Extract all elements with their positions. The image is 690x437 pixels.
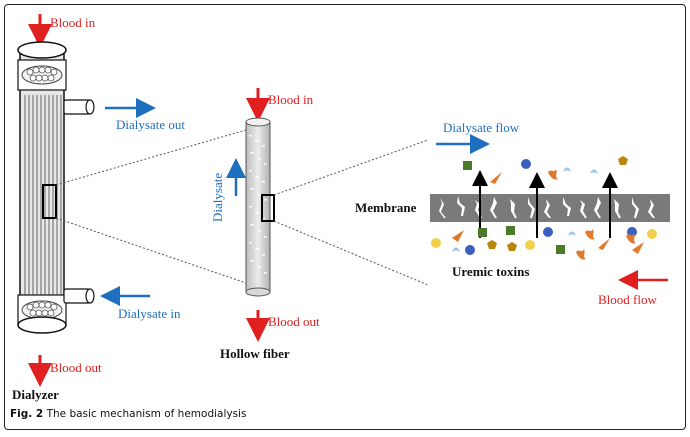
label-dialyzer: Dialyzer: [12, 387, 59, 402]
dialyzer-diagram: [17, 14, 156, 387]
toxin-yellow: [647, 229, 657, 239]
label-hollow-fiber: Hollow fiber: [220, 346, 290, 361]
toxin-circle: [543, 227, 553, 237]
label-blood-flow: Blood flow: [598, 292, 657, 307]
toxin-triangle: [452, 230, 464, 242]
label-blood-out-fiber: Blood out: [268, 314, 320, 329]
zoom-line-upper-2: [273, 139, 429, 196]
hollow-fiber-diagram: [226, 88, 275, 342]
toxin-pentagon: [618, 156, 628, 165]
toxin-crescent: [590, 169, 598, 174]
toxin-leaf: [576, 249, 586, 260]
toxin-triangle: [598, 238, 610, 250]
toxin-leaf: [626, 233, 636, 244]
figure-caption: Fig. 2 The basic mechanism of hemodialys…: [10, 408, 246, 420]
toxin-pentagon: [507, 242, 517, 251]
label-dialysate-flow: Dialysate flow: [443, 120, 520, 135]
caption-text: The basic mechanism of hemodialysis: [46, 408, 247, 420]
membrane-diagram: [430, 134, 670, 290]
zoom-line-lower-2: [273, 220, 429, 286]
label-blood-out-left: Blood out: [50, 360, 102, 375]
label-dialysate-vertical: Dialysate: [210, 173, 225, 222]
fiber-zoom-box: [261, 194, 275, 222]
toxin-pentagon: [487, 240, 497, 249]
toxin-leaf: [585, 229, 595, 240]
toxin-square: [506, 226, 515, 235]
label-dialysate-in: Dialysate in: [118, 306, 181, 321]
dialyzer-zoom-box: [42, 184, 57, 219]
figure-frame: [4, 4, 686, 430]
toxin-circle: [465, 245, 475, 255]
label-blood-in-top: Blood in: [50, 15, 96, 30]
toxin-triangle: [632, 242, 644, 254]
toxin-circle: [627, 227, 637, 237]
toxin-square: [556, 245, 565, 254]
label-blood-in-fiber: Blood in: [268, 92, 314, 107]
toxin-leaf: [548, 169, 558, 180]
caption-fig-label: Fig. 2: [10, 408, 44, 420]
toxin-crescent: [568, 231, 576, 236]
toxin-square: [463, 161, 472, 170]
zoom-line-upper: [55, 129, 247, 186]
label-membrane: Membrane: [355, 200, 417, 215]
toxin-crescent: [563, 167, 571, 172]
toxin-triangle: [490, 172, 502, 184]
toxin-yellow: [525, 240, 535, 250]
label-uremic-toxins: Uremic toxins: [452, 264, 529, 279]
toxin-square: [478, 228, 487, 237]
toxin-crescent: [452, 247, 460, 252]
label-dialysate-out: Dialysate out: [116, 117, 185, 132]
zoom-line-lower: [55, 217, 247, 284]
toxin-yellow: [431, 238, 441, 248]
toxin-circle: [521, 159, 531, 169]
